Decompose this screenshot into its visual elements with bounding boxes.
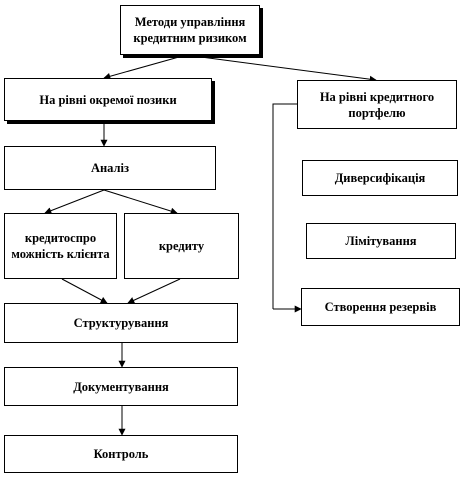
arrow-root-to-loan-level <box>103 54 187 80</box>
arrow-analysis-to-creditworthiness <box>44 189 105 214</box>
arrow-root-to-portfolio-level <box>185 54 377 83</box>
analysis-box: Аналіз <box>4 146 216 190</box>
limiting-box: Лімітування <box>306 223 456 259</box>
control-box: Контроль <box>4 435 238 473</box>
reserves-box: Створення резервів <box>301 288 460 326</box>
creditworthiness-label: кредитоспро можність клієнта <box>11 231 110 261</box>
arrow-analysis-to-credit <box>103 189 178 215</box>
analysis-label: Аналіз <box>90 161 130 175</box>
portfolio-level-box: На рівні кредитного портфелю <box>297 80 457 129</box>
diversification-label: Диверсифікація <box>334 171 426 185</box>
structuring-box: Структурування <box>4 303 238 343</box>
root-label: Методи управління кредитним ризиком <box>133 15 247 45</box>
limiting-label: Лімітування <box>345 234 417 248</box>
portfolio-bracket-line <box>272 103 297 309</box>
reserves-label: Створення резервів <box>324 300 437 314</box>
root-box: Методи управління кредитним ризиком <box>120 5 260 55</box>
creditworthiness-box: кредитоспро можність клієнта <box>4 213 117 279</box>
loan-level-label: На рівні окремої позики <box>39 92 177 107</box>
structuring-label: Структурування <box>73 316 169 330</box>
diversification-box: Диверсифікація <box>302 160 458 196</box>
portfolio-level-label: На рівні кредитного портфелю <box>319 89 435 120</box>
arrow-credit-to-structuring <box>127 278 181 304</box>
documenting-label: Документування <box>73 379 169 394</box>
loan-level-box: На рівні окремої позики <box>4 78 212 121</box>
documenting-box: Документування <box>4 367 238 406</box>
credit-box: кредиту <box>124 213 239 279</box>
control-label: Контроль <box>93 447 149 461</box>
credit-label: кредиту <box>158 239 205 253</box>
arrow-creditworthiness-to-structuring <box>61 278 108 304</box>
